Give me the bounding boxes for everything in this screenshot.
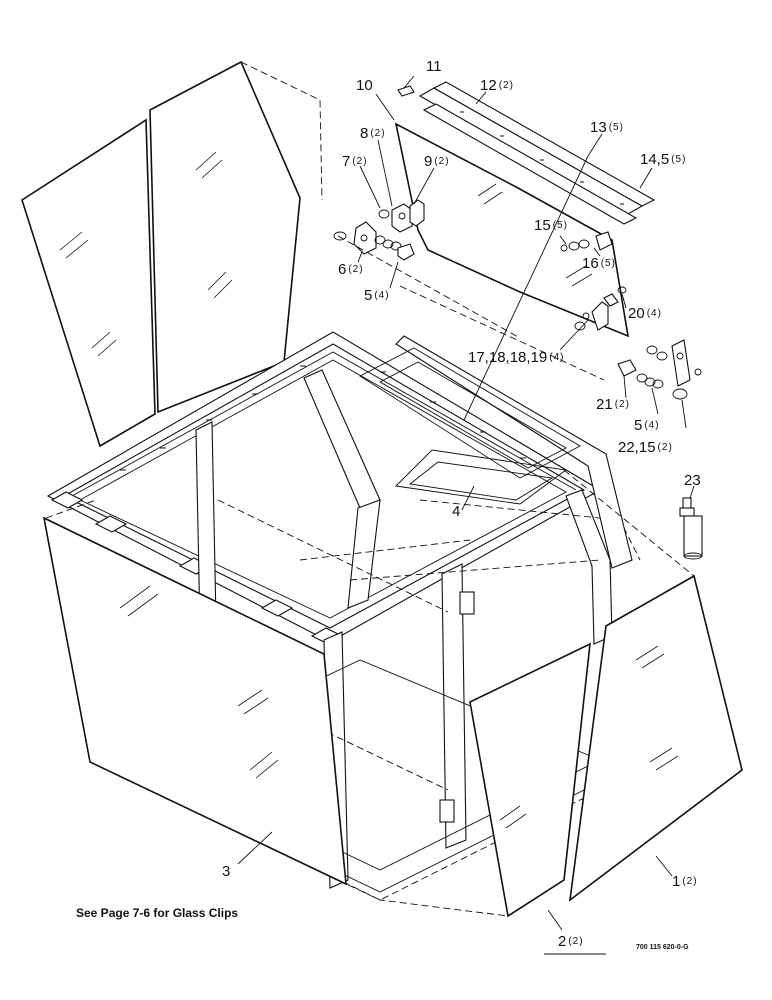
callout-7: 7(2)	[342, 153, 368, 170]
callout-9: 9(2)	[424, 153, 450, 170]
right-hinge-hardware	[560, 231, 702, 400]
callout-10: 10	[356, 77, 373, 94]
callout-22-15: 22,15(2)	[618, 439, 673, 456]
right-side-glass	[568, 574, 743, 902]
assembly-lines	[45, 235, 695, 917]
callout-14-5: 14,5(5)	[640, 151, 687, 168]
hinge-strips	[397, 81, 656, 225]
callout-20: 20(4)	[628, 305, 662, 322]
rear-glass-panel	[394, 122, 630, 338]
drawing-number: 700 115 620-0-G	[636, 944, 689, 951]
callout-1: 1(2)	[672, 873, 698, 890]
callout-2: 2(2)	[558, 933, 584, 950]
callout-12: 12(2)	[480, 77, 514, 94]
callout-3: 3	[222, 863, 231, 880]
gas-strut	[679, 497, 703, 560]
leader-lines	[237, 75, 695, 955]
rear-window-frame	[359, 335, 633, 569]
top-left-glass-panels	[21, 60, 323, 448]
callout-5-left: 5(4)	[364, 287, 390, 304]
callout-6: 6(2)	[338, 261, 364, 278]
left-front-glass	[42, 516, 347, 886]
left-hinge-hardware	[333, 199, 425, 261]
callout-17-18-18-19: 17,18,18,19(4)	[468, 349, 565, 366]
callout-13: 13(5)	[590, 119, 624, 136]
door-glass	[469, 642, 591, 918]
callout-21: 21(2)	[596, 396, 630, 413]
callout-23: 23	[684, 472, 701, 489]
callout-15: 15(5)	[534, 217, 568, 234]
glass-clips-note: See Page 7-6 for Glass Clips	[76, 906, 239, 920]
callout-5-right: 5(4)	[634, 417, 660, 434]
callout-4: 4	[452, 503, 461, 520]
callout-8: 8(2)	[360, 125, 386, 142]
callout-16: 16(5)	[582, 255, 616, 272]
callout-11: 11	[426, 58, 442, 75]
